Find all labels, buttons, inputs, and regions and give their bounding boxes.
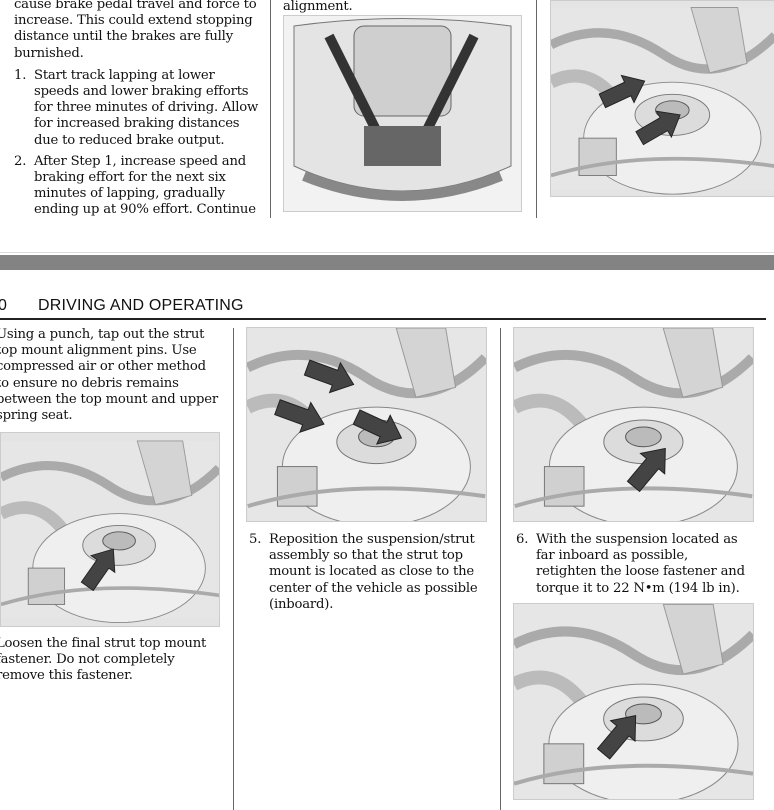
page-gap-band xyxy=(0,255,774,270)
step-5: 5. Reposition the suspension/strut assemb… xyxy=(249,532,481,613)
step-6: 6. With the suspension located as far inb… xyxy=(516,532,752,597)
top-left-text: cause brake pedal travel and force to in… xyxy=(14,0,259,219)
step-number: 5. xyxy=(249,532,262,547)
step-text: With the suspension located as far inboa… xyxy=(536,532,745,596)
page-number: 0 xyxy=(0,297,8,314)
col1-text-a: Using a punch, tap out the strut top mou… xyxy=(0,327,218,424)
step-2: 2. After Step 1, increase speed and braki… xyxy=(14,154,259,219)
column-divider xyxy=(270,0,271,218)
step-number: 6. xyxy=(516,532,529,547)
engine-bay-illustration xyxy=(283,15,522,212)
step-text: After Step 1, increase speed and braking… xyxy=(34,153,256,218)
step-number: 1. xyxy=(14,67,27,83)
column-divider xyxy=(536,0,537,218)
column-divider xyxy=(500,328,501,810)
strut-mount-illustration-arrows xyxy=(550,0,774,197)
step-number: 2. xyxy=(14,153,27,169)
alignment-pins-illustration xyxy=(246,327,487,522)
step-text: Start track lapping at lower speeds and … xyxy=(34,67,259,148)
header-rule xyxy=(0,318,766,320)
page-header: 0 DRIVING AND OPERATING xyxy=(0,297,244,315)
column-divider xyxy=(233,328,234,810)
section-title: DRIVING AND OPERATING xyxy=(38,297,244,314)
step-text: Reposition the suspension/strut assembly… xyxy=(269,532,478,612)
strut-fastener-illustration xyxy=(513,327,754,522)
strut-fastener-illustration xyxy=(0,432,220,627)
step-1: 1. Start track lapping at lower speeds an… xyxy=(14,68,259,149)
col1-text-b: Loosen the final strut top mount fastene… xyxy=(0,636,207,684)
retighten-fastener-illustration xyxy=(513,603,754,800)
caption-fragment: alignment. xyxy=(283,0,353,14)
page-separator xyxy=(0,252,774,253)
intro-paragraph: cause brake pedal travel and force to in… xyxy=(14,0,257,61)
